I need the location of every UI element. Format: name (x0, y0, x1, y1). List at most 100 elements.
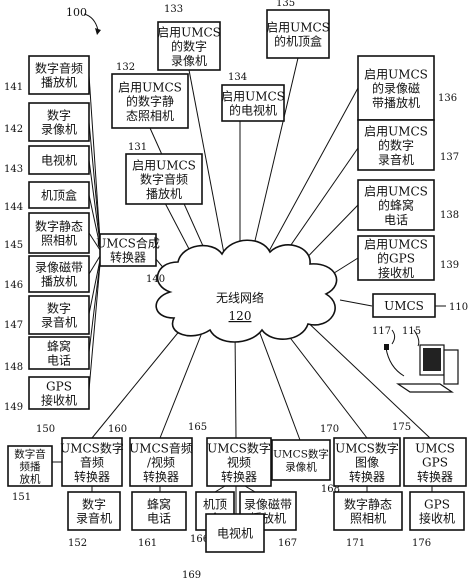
network-ref: 120 (229, 309, 252, 323)
device-box (357, 55, 435, 121)
device-label-line: 电话 (47, 354, 71, 368)
device-label-line: UMCS数字 (207, 440, 271, 455)
device-box (67, 491, 121, 531)
device-label-line: 转换器 (221, 469, 257, 484)
computer-ref-b: 115 (402, 326, 421, 337)
device-label-line: 接收机 (419, 511, 455, 526)
device-label-line: GPS (424, 497, 450, 511)
device-label-line: 录像机 (41, 123, 77, 137)
reference-number: 144 (4, 202, 23, 213)
device-box (333, 491, 403, 531)
reference-number: 143 (4, 164, 23, 175)
reference-number: 140 (146, 274, 165, 285)
device-label-line: 启用UMCS (266, 20, 330, 34)
device-box (266, 9, 330, 59)
device-label-line: 态照相机 (126, 109, 174, 123)
device-label-line: 录像机 (171, 54, 207, 68)
device-label-line: 录像磁带 (244, 496, 292, 511)
device-label-line: 启用UMCS (364, 67, 428, 81)
device-label-line: 的电视机 (229, 103, 277, 118)
device-label-line: 的数字 (378, 138, 414, 153)
device-box (28, 145, 90, 175)
device-label-line: 的数字静 (126, 94, 174, 109)
device-label-line: GPS (46, 379, 72, 393)
device-label-line: 数字 (47, 107, 71, 122)
device-label-line: 数字音频 (35, 60, 83, 75)
device-label-line: 照相机 (350, 512, 386, 526)
device-box (221, 84, 285, 122)
device-label-line: 电话 (384, 213, 408, 227)
reference-number: 149 (4, 402, 23, 413)
reference-number: 145 (4, 240, 23, 251)
wireless-network-cloud: 无线网络 120 (155, 239, 338, 343)
computer-icon (384, 344, 459, 393)
device-box (61, 437, 123, 487)
device-label-line: 转换器 (349, 469, 385, 484)
device-box (205, 513, 265, 553)
reference-number: 152 (68, 538, 87, 549)
device-label-line: 启用UMCS (364, 184, 428, 198)
device-label-line: GPS (422, 456, 448, 470)
reference-number: 135 (276, 0, 295, 9)
device-label-line: 启用UMCS (364, 237, 428, 251)
device-label-line: 录像机 (285, 460, 317, 473)
reference-number: 165 (188, 422, 207, 433)
reference-number: 138 (440, 210, 459, 221)
reference-number: 151 (12, 492, 31, 503)
device-label-line: 机顶盒 (41, 188, 77, 203)
figure-number: 100 (66, 6, 101, 35)
device-box (357, 119, 435, 171)
device-label-line: 数字音频 (140, 172, 188, 187)
device-box (28, 336, 90, 370)
device-label-line: 的蜂窝 (378, 198, 414, 213)
device-box (111, 73, 189, 129)
device-label-line: 启用UMCS (118, 80, 182, 94)
reference-number: 132 (116, 62, 135, 73)
device-label-line: UMCS (415, 441, 455, 455)
umcs-server: UMCS 110 117 115 (372, 293, 468, 393)
reference-number: 166 (190, 534, 209, 545)
device-label-line: UMCS数字 (335, 440, 399, 455)
device-label-line: 录音机 (76, 511, 112, 526)
device-label-line: 录音机 (378, 152, 414, 167)
device-box (157, 21, 221, 71)
device-label-line: 转换器 (417, 469, 453, 484)
device-label-line: UMCS合成 (96, 235, 160, 250)
device-box (28, 102, 90, 142)
device-label-line: 接收机 (41, 393, 77, 408)
reference-number: 171 (346, 538, 365, 549)
reference-number: 169 (182, 570, 201, 579)
device-label-line: 的数字 (171, 39, 207, 54)
device-box (357, 235, 435, 281)
device-label-line: UMCS数字 (273, 448, 329, 461)
device-box (129, 437, 193, 487)
device-box (28, 181, 90, 209)
reference-number: 170 (320, 424, 339, 435)
device-label-line: 接收机 (378, 265, 414, 280)
device-label-line: 启用UMCS (157, 25, 221, 39)
device-label-line: UMCS音频 (129, 440, 193, 455)
device-box (99, 233, 157, 267)
reference-number: 142 (4, 124, 23, 135)
umcs-label: UMCS (384, 299, 424, 313)
network-label: 无线网络 (216, 290, 264, 305)
reference-number: 161 (138, 538, 157, 549)
